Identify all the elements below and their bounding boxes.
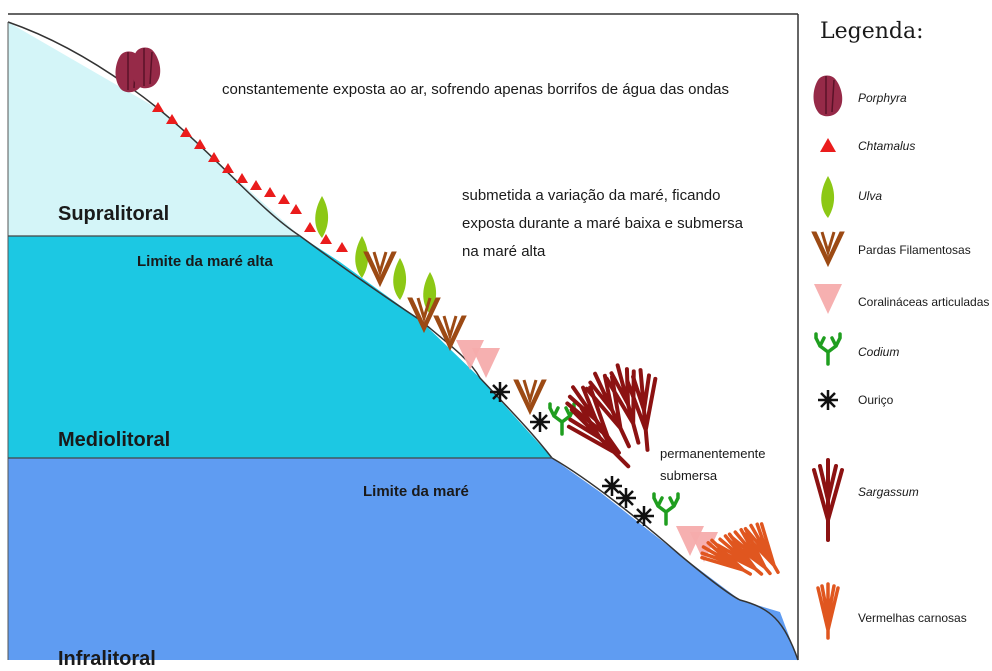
- label-limite-mare: Limite da maré: [363, 483, 469, 500]
- legend-label-codium: Codium: [858, 345, 899, 359]
- legend-label-ulva: Ulva: [858, 189, 882, 203]
- porphyra-cluster: [114, 46, 162, 94]
- legend-label-pardas: Pardas Filamentosas: [858, 243, 971, 257]
- legend-label-coralinaceas: Coralináceas articuladas: [858, 295, 989, 309]
- note-mediolitoral-line2: exposta durante a maré baixa e submersa: [462, 215, 744, 232]
- label-mediolitoral: Mediolitoral: [58, 429, 170, 451]
- vermelhas-carnosas-cluster: [696, 518, 789, 585]
- note-supralitoral: constantemente exposta ao ar, sofrendo a…: [222, 81, 729, 98]
- ourico-icon: [816, 388, 840, 412]
- pardas-filamentosas-icon: [810, 230, 846, 268]
- porphyra-icon: [812, 74, 844, 118]
- note-mediolitoral-line1: submetida a variação da maré, ficando: [462, 187, 720, 204]
- sargassum-cluster: [559, 359, 664, 476]
- sargassum-icon: [812, 458, 844, 542]
- coralinaceas-icon: [814, 284, 842, 314]
- legend-title: Legenda:: [820, 19, 924, 44]
- label-supralitoral: Supralitoral: [58, 203, 169, 225]
- legend-label-porphyra: Porphyra: [858, 91, 907, 105]
- codium-icon: [814, 332, 842, 366]
- legend-label-vermelhas: Vermelhas carnosas: [858, 611, 967, 625]
- legend-label-ourico: Ouriço: [858, 393, 894, 407]
- label-infralitoral: Infralitoral: [58, 648, 156, 670]
- ulva-icon: [821, 176, 835, 218]
- legend-label-sargassum: Sargassum: [858, 485, 919, 499]
- chtamalus-band: [152, 102, 348, 252]
- chtamalus-icon: [820, 138, 836, 152]
- note-infralitoral-line1: permanentemente: [660, 446, 766, 461]
- vermelhas-carnosas-icon: [816, 582, 840, 640]
- mediolitoral-zone: [8, 236, 552, 458]
- note-infralitoral-line2: submersa: [660, 468, 718, 483]
- supralitoral-zone: [8, 22, 300, 236]
- label-limite-mare-alta: Limite da maré alta: [137, 253, 274, 270]
- note-mediolitoral-line3: na maré alta: [462, 243, 546, 260]
- infralitoral-zone: [8, 458, 798, 660]
- legend-label-chtamalus: Chtamalus: [858, 139, 915, 153]
